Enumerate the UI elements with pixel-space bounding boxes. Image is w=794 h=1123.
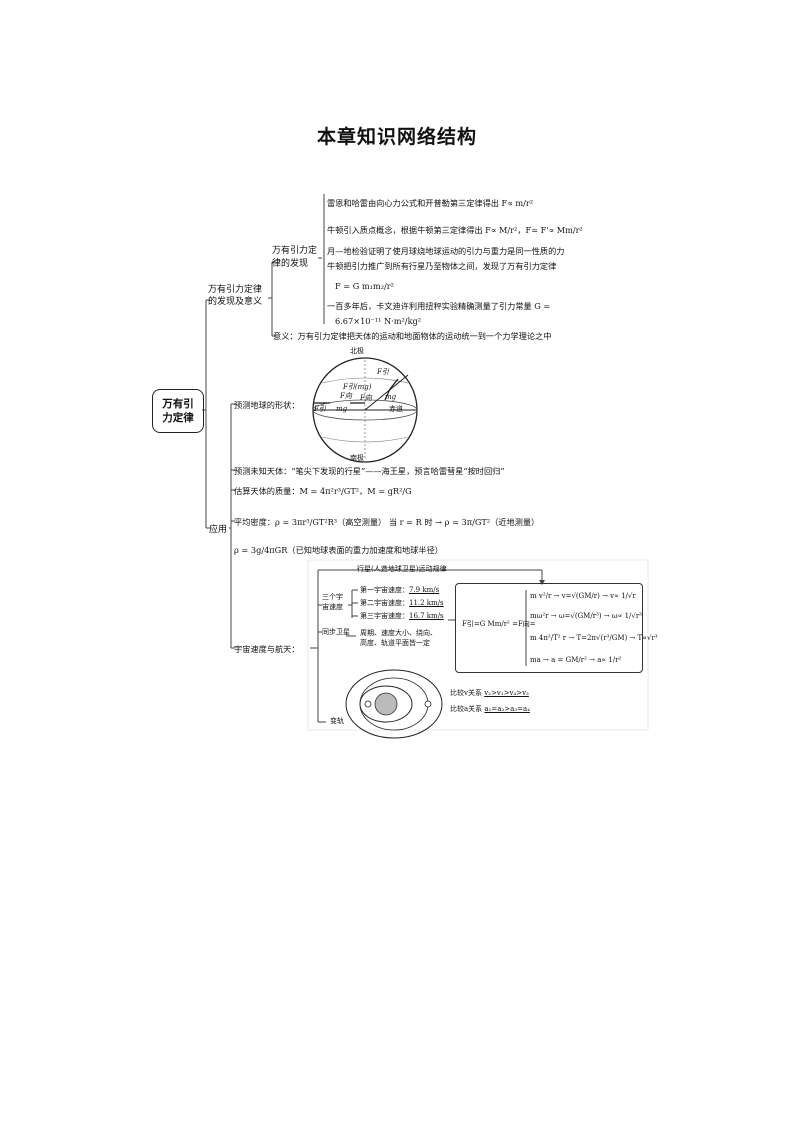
globe-north: 北极 <box>350 347 364 355</box>
discovery-label-line1: 万有引力定 <box>272 246 318 256</box>
unknown-body-text: 预测未知天体：“笔尖下发现的行星”——海王星，预言哈雷彗星“按时回归” <box>234 466 505 476</box>
geo-satellite-label: 同步卫星 <box>322 628 350 636</box>
globe-f-yin-left: F引 <box>314 405 326 413</box>
speed-value-2: 11.2 km/s <box>409 599 444 607</box>
speed-name-2: 第二宇宙速度： <box>360 599 409 607</box>
compare-v: 比较v关系 v₂>v₁>v₄>v₃ <box>450 689 529 698</box>
page-title: 本章知识网络结构 <box>316 126 477 148</box>
formula-4: ma → a = GM/r² → a∝ 1/r² <box>530 656 622 664</box>
density-text-2: ρ = 3g/4πGR（已知地球表面的重力加速度和地球半径） <box>234 545 443 555</box>
globe-figure <box>312 357 418 463</box>
discovery-item-1: 雷恩和哈雷由向心力公式和开普勒第三定律得出 F∝ m/r² <box>327 198 534 208</box>
globe-f-mg: F引(mg) <box>343 383 372 391</box>
cosmic-label-line2: 宙速度 <box>322 603 343 611</box>
compare-v-value: v₂>v₁>v₄>v₃ <box>484 689 529 697</box>
branch1-label-line1: 万有引力定律 <box>208 285 263 295</box>
geo-text-line1: 周期、速度大小、绕向、 <box>360 629 437 637</box>
root-node: 万有引 力定律 <box>152 389 204 433</box>
speed-value-1: 7.9 km/s <box>409 586 440 594</box>
density-text: 平均密度：ρ = 3πr³/GT²R³（高空测量） 当 r = R 时 → ρ … <box>234 517 540 527</box>
cosmic-label-line1: 三个宇 <box>322 593 343 601</box>
geo-satellite-text: 周期、速度大小、绕向、 高度、轨道平面皆一定 <box>360 628 437 648</box>
space-flight-label: 宇宙速度与航天： <box>234 644 300 654</box>
formula-2: mω²r → ω=√(GM/r³) → ω∝ 1/√r³ <box>530 612 642 620</box>
formula-main: F引=G Mm/r² =F向= <box>462 620 536 628</box>
orbit-change-label: 变轨 <box>330 717 344 725</box>
globe-f-yin-top: F引 <box>377 368 389 376</box>
mass-estimate-text: 估算天体的质量：M = 4π²r³/GT²，M = gR²/G <box>234 486 412 496</box>
gravitation-formula: F = G m₁m₂/r² <box>335 281 394 291</box>
globe-f-xiang-2: F向 <box>360 394 372 402</box>
formula-1: m v²/r → v=√(GM/r) → v∝ 1/√r <box>530 592 636 600</box>
globe-f-xiang: F向 <box>340 392 352 400</box>
cosmic-speed-label: 三个宇 宙速度 <box>322 592 343 612</box>
meaning-text: 意义：万有引力定律把天体的运动和地面物体的运动统一到一个力学理论之中 <box>273 331 552 341</box>
speed-name-3: 第三宇宙速度： <box>360 612 409 620</box>
orbit-transfer-figure <box>345 669 443 739</box>
satellite-rule-label: 行星(人造地球卫星)运动规律 <box>357 565 447 573</box>
branch1-label: 万有引力定律 的发现及意义 <box>208 284 262 308</box>
speed-row-3: 第三宇宙速度：16.7 km/s <box>360 612 444 621</box>
compare-a-label: 比较a关系 <box>450 705 483 713</box>
formula-box <box>455 583 643 673</box>
speed-row-2: 第二宇宙速度：11.2 km/s <box>360 599 444 608</box>
root-label-line2: 力定律 <box>162 412 194 424</box>
branch1-label-line2: 的发现及意义 <box>208 297 263 307</box>
globe-mg-right: mg <box>385 393 397 401</box>
geo-text-line2: 高度、轨道平面皆一定 <box>360 639 430 647</box>
globe-south: 南极 <box>350 454 364 462</box>
speed-row-1: 第一宇宙速度：7.9 km/s <box>360 586 439 595</box>
discovery-item-2: 牛顿引入质点概念，根据牛顿第三定律得出 F∝ M/r²，F= F'∝ Mm/r² <box>327 225 583 235</box>
discovery-label-line2: 律的发现 <box>272 259 309 269</box>
speed-name-1: 第一宇宙速度： <box>360 586 409 594</box>
root-label-line1: 万有引 <box>162 398 194 410</box>
speed-value-3: 16.7 km/s <box>409 612 444 620</box>
discovery-item-4: 牛顿把引力推广到所有行星乃至物体之间，发现了万有引力定律 <box>327 261 557 271</box>
discovery-item-6: 一百多年后，卡文迪许利用扭秤实验精确测量了引力常量 G = <box>327 301 551 311</box>
discovery-label: 万有引力定 律的发现 <box>272 245 317 271</box>
globe-mg-left: mg <box>336 405 348 413</box>
compare-v-label: 比较v关系 <box>450 689 482 697</box>
compare-a-value: a₁=a₂>a₃=a₄ <box>484 705 530 713</box>
earth-shape-text: 预测地球的形状： <box>234 400 300 410</box>
compare-a: 比较a关系 a₁=a₂>a₃=a₄ <box>450 705 530 714</box>
discovery-item-3: 月—地检验证明了使月球绕地球运动的引力与重力是同一性质的力 <box>327 246 565 256</box>
application-label: 应用 <box>209 525 228 535</box>
gravity-constant-value: 6.67×10⁻¹¹ N·m²/kg² <box>335 316 422 326</box>
globe-equator: 赤道 <box>389 405 403 413</box>
formula-3: m 4π²/T² r → T=2π√(r³/GM) → T∝√r³ <box>530 634 658 642</box>
